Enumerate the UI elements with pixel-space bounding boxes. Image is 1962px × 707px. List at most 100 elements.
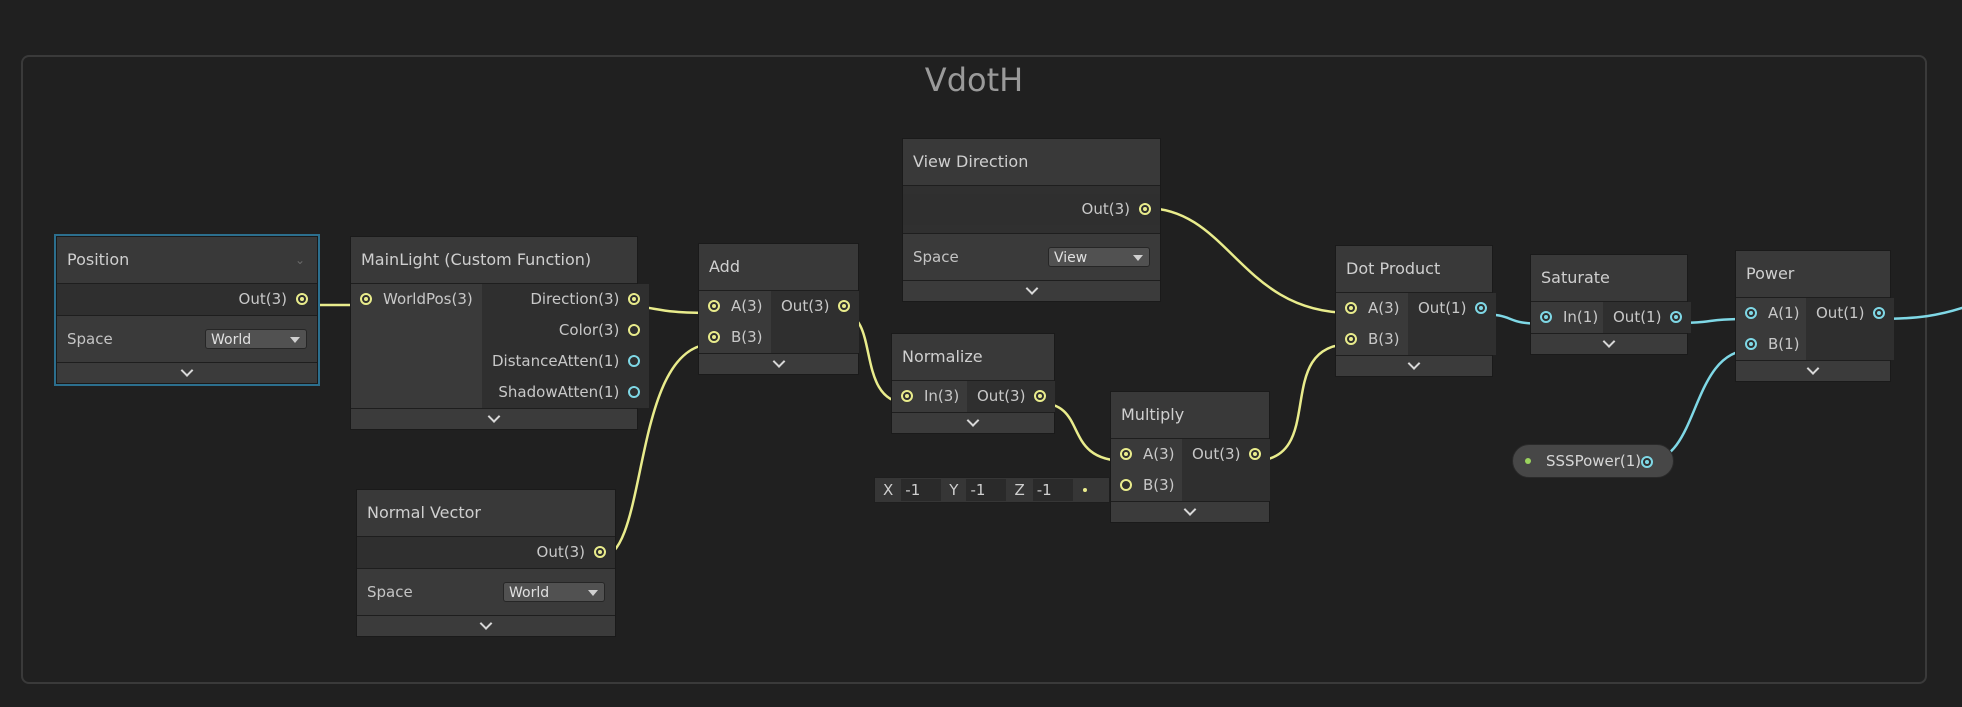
view-direction-node-title[interactable]: View Direction bbox=[903, 139, 1160, 186]
port-dot-icon[interactable] bbox=[708, 300, 720, 312]
mainlight-node[interactable]: MainLight (Custom Function) WorldPos(3) … bbox=[350, 236, 650, 430]
power-node-title[interactable]: Power bbox=[1736, 251, 1890, 298]
port-dot-icon[interactable] bbox=[1034, 390, 1047, 402]
port-dot-icon[interactable] bbox=[708, 331, 720, 343]
port-out[interactable]: Out(1) bbox=[1806, 298, 1894, 329]
chevron-down-icon bbox=[772, 355, 785, 368]
space-dropdown[interactable]: World bbox=[503, 582, 605, 602]
port-out[interactable]: Out(3) bbox=[1182, 439, 1270, 470]
port-in-a[interactable]: A(1) bbox=[1736, 298, 1806, 329]
port-out-distanceatten[interactable]: DistanceAtten(1) bbox=[482, 346, 649, 377]
port-out[interactable]: Out(3) bbox=[903, 194, 1160, 225]
port-dot-icon[interactable] bbox=[628, 355, 641, 367]
power-node[interactable]: Power A(1) B(1) Out(1) bbox=[1735, 250, 1895, 382]
port-out-direction[interactable]: Direction(3) bbox=[482, 284, 649, 315]
port-dot-icon[interactable] bbox=[1540, 311, 1552, 323]
normalize-node[interactable]: Normalize In(3) Out(3) bbox=[891, 333, 1056, 434]
port-out[interactable]: Out(3) bbox=[357, 537, 615, 568]
port-in-worldpos[interactable]: WorldPos(3) bbox=[351, 284, 482, 315]
view-direction-node[interactable]: View Direction Out(3) Space View bbox=[902, 138, 1161, 302]
chevron-down-icon bbox=[1806, 362, 1820, 375]
port-out[interactable]: Out(3) bbox=[967, 381, 1055, 412]
normal-vector-node-title[interactable]: Normal Vector bbox=[357, 490, 615, 537]
saturate-node-title[interactable]: Saturate bbox=[1531, 255, 1687, 302]
port-dot-icon[interactable] bbox=[1345, 333, 1357, 345]
port-dot-icon[interactable] bbox=[1249, 448, 1262, 460]
expand-footer[interactable] bbox=[351, 408, 637, 429]
space-label: Space bbox=[367, 583, 413, 601]
inline-vector-input[interactable]: X -1 Y -1 Z -1 bbox=[874, 477, 1110, 503]
expand-footer[interactable] bbox=[57, 362, 317, 383]
space-label: Space bbox=[67, 330, 113, 348]
expand-footer[interactable] bbox=[1531, 333, 1687, 354]
expand-footer[interactable] bbox=[903, 280, 1160, 301]
port-in[interactable]: In(1) bbox=[1531, 302, 1603, 333]
port-dot-icon[interactable] bbox=[1641, 456, 1653, 468]
port-dot-icon[interactable] bbox=[1475, 302, 1488, 314]
dropdown-arrow-icon bbox=[588, 590, 598, 596]
chevron-down-icon[interactable]: ⌄ bbox=[294, 253, 305, 267]
port-dot-icon[interactable] bbox=[901, 390, 913, 402]
position-node[interactable]: Position ⌄ Out(3) Space World bbox=[54, 234, 320, 386]
expand-footer[interactable] bbox=[892, 412, 1054, 433]
port-dot-icon[interactable] bbox=[1120, 479, 1132, 491]
normalize-node-title[interactable]: Normalize bbox=[892, 334, 1054, 381]
expand-footer[interactable] bbox=[357, 615, 615, 636]
dropdown-arrow-icon bbox=[1133, 255, 1143, 261]
port-dot-icon[interactable] bbox=[360, 293, 372, 305]
port-dot-icon[interactable] bbox=[296, 293, 308, 305]
port-dot-icon[interactable] bbox=[1873, 307, 1886, 319]
port-in-b[interactable]: B(3) bbox=[1111, 470, 1182, 501]
dropdown-arrow-icon bbox=[290, 337, 300, 343]
port-out[interactable]: Out(1) bbox=[1408, 293, 1496, 324]
port-out-color[interactable]: Color(3) bbox=[482, 315, 649, 346]
port-out[interactable]: Out(1) bbox=[1603, 302, 1691, 333]
multiply-node-title[interactable]: Multiply bbox=[1111, 392, 1269, 439]
port-dot-icon[interactable] bbox=[1745, 338, 1757, 350]
add-node-title[interactable]: Add bbox=[699, 244, 858, 291]
expand-footer[interactable] bbox=[1336, 355, 1492, 376]
z-field[interactable]: -1 bbox=[1032, 479, 1073, 501]
add-node[interactable]: Add A(3) B(3) Out(3) bbox=[698, 243, 860, 375]
position-node-title[interactable]: Position ⌄ bbox=[57, 237, 317, 284]
port-dot-icon[interactable] bbox=[1120, 448, 1132, 460]
expand-footer[interactable] bbox=[699, 353, 858, 374]
port-in-b[interactable]: B(1) bbox=[1736, 329, 1806, 360]
group-title: VdotH bbox=[924, 61, 1024, 99]
port-dot-icon[interactable] bbox=[1670, 311, 1683, 323]
chevron-down-icon bbox=[487, 410, 501, 423]
port-dot-icon[interactable] bbox=[628, 293, 641, 305]
port-in-a[interactable]: A(3) bbox=[1111, 439, 1182, 470]
port-out-shadowatten[interactable]: ShadowAtten(1) bbox=[482, 377, 649, 408]
mainlight-node-title[interactable]: MainLight (Custom Function) bbox=[351, 237, 637, 284]
x-field[interactable]: -1 bbox=[901, 479, 942, 501]
ssspower-property-node[interactable]: SSSPower(1) bbox=[1512, 444, 1674, 478]
port-in[interactable]: In(3) bbox=[892, 381, 967, 412]
multiply-node[interactable]: Multiply A(3) B(3) Out(3) bbox=[1110, 391, 1271, 523]
port-dot-icon[interactable] bbox=[838, 300, 851, 312]
expand-footer[interactable] bbox=[1736, 360, 1890, 381]
port-out[interactable]: Out(3) bbox=[771, 291, 859, 322]
normal-vector-node[interactable]: Normal Vector Out(3) Space World bbox=[356, 489, 616, 637]
port-dot-icon[interactable] bbox=[1745, 307, 1757, 319]
port-in-a[interactable]: A(3) bbox=[699, 291, 771, 322]
port-out[interactable]: Out(3) bbox=[57, 284, 317, 315]
port-in-b[interactable]: B(3) bbox=[1336, 324, 1408, 355]
port-dot-icon[interactable] bbox=[1139, 203, 1151, 215]
port-dot-icon[interactable] bbox=[594, 546, 606, 558]
chevron-down-icon bbox=[966, 414, 980, 427]
y-field[interactable]: -1 bbox=[966, 479, 1007, 501]
port-dot-icon[interactable] bbox=[628, 324, 641, 336]
expand-footer[interactable] bbox=[1111, 501, 1269, 522]
port-dot-icon[interactable] bbox=[628, 386, 641, 398]
space-dropdown[interactable]: View bbox=[1048, 247, 1150, 267]
space-dropdown[interactable]: World bbox=[205, 329, 307, 349]
dot-product-node[interactable]: Dot Product A(3) B(3) Out(1) bbox=[1335, 245, 1497, 377]
saturate-node[interactable]: Saturate In(1) Out(1) bbox=[1530, 254, 1692, 355]
port-in-a[interactable]: A(3) bbox=[1336, 293, 1408, 324]
dot-product-node-title[interactable]: Dot Product bbox=[1336, 246, 1492, 293]
space-label: Space bbox=[913, 248, 959, 266]
port-dot-icon[interactable] bbox=[1345, 302, 1357, 314]
chevron-down-icon bbox=[1602, 335, 1616, 348]
port-in-b[interactable]: B(3) bbox=[699, 322, 771, 353]
